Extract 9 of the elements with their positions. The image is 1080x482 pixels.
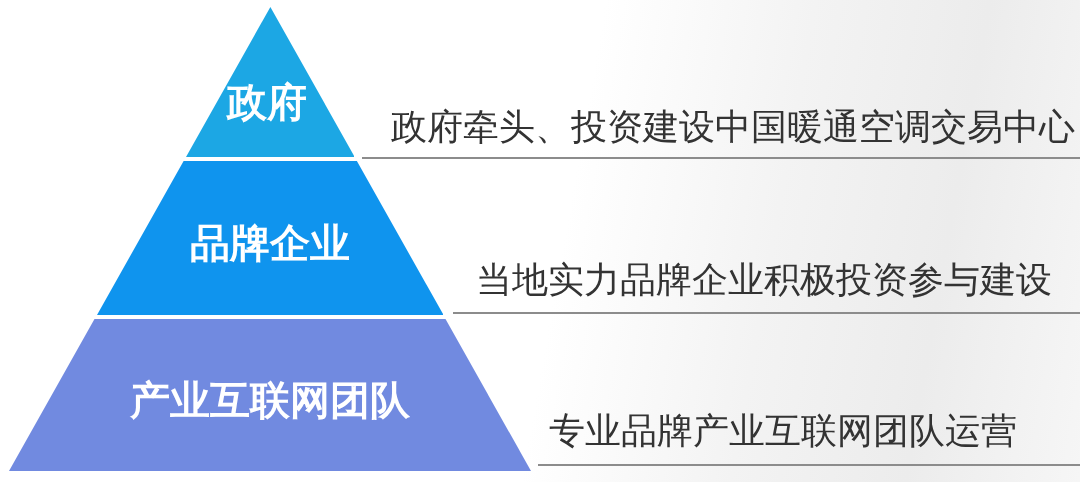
description-text: 专业品牌产业互联网团队运营 [549,410,1017,452]
tier-label: 政府 [227,80,307,124]
pyramid-tier [96,161,444,315]
description-text: 当地实力品牌企业积极投资参与建设 [476,259,1052,301]
tier-label: 品牌企业 [190,221,350,265]
pyramid-top-tier [185,7,355,157]
pyramid-tier [9,319,531,471]
description-text: 政府牵头、投资建设中国暖通空调交易中心 [391,106,1075,148]
tier-label: 产业互联网团队 [130,378,410,422]
